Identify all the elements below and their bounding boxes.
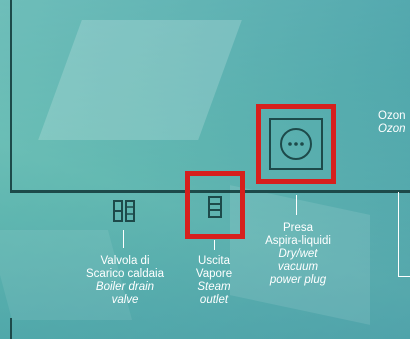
vacuum-plug-label: Presa Aspira-liquidi Dry/wet vacuum powe…: [246, 222, 350, 287]
steam-outlet-label-it: Vapore: [195, 268, 233, 280]
boiler-drain-label: Valvola di Scarico caldaia Boiler drain …: [72, 255, 178, 307]
vacuum-plug-highlight: [256, 104, 336, 184]
ozone-label-en: Ozon: [378, 123, 406, 135]
vacuum-plug-leader-line: [296, 195, 297, 215]
machine-panel-outline: [10, 0, 410, 193]
ozone-label: Ozon Ozon: [378, 110, 410, 136]
boiler-drain-label-en: valve: [111, 294, 139, 306]
boiler-drain-label-en: Boiler drain: [95, 281, 155, 293]
steam-outlet-label-it: Uscita: [198, 255, 230, 267]
steam-outlet-label-en: Steam: [197, 281, 231, 293]
ozone-label-it: Ozon: [378, 110, 406, 122]
steam-outlet-highlight: [185, 171, 245, 239]
vacuum-plug-label-en: vacuum: [277, 261, 319, 273]
vacuum-plug-label-en: power plug: [269, 274, 327, 286]
panel-bottom-edge: [10, 318, 410, 339]
power-socket-icon: [268, 117, 324, 171]
vacuum-plug-label-it: Aspira-liquidi: [265, 235, 331, 247]
boiler-drain-label-it: Valvola di: [100, 255, 150, 267]
vacuum-plug-label-en: Dry/wet: [278, 248, 318, 260]
steam-outlet-label-en: outlet: [199, 294, 229, 306]
valve-icon: [113, 200, 137, 222]
boiler-drain-label-it: Scarico caldaia: [86, 268, 164, 280]
steam-outlet-icon: [208, 196, 222, 218]
steam-outlet-label: Uscita Vapore Steam outlet: [180, 255, 248, 307]
steam-outlet-leader-line: [214, 240, 215, 250]
ozone-leader-bracket: [398, 192, 410, 277]
vacuum-plug-label-it: Presa: [282, 222, 314, 234]
boiler-drain-leader-line: [123, 230, 124, 248]
